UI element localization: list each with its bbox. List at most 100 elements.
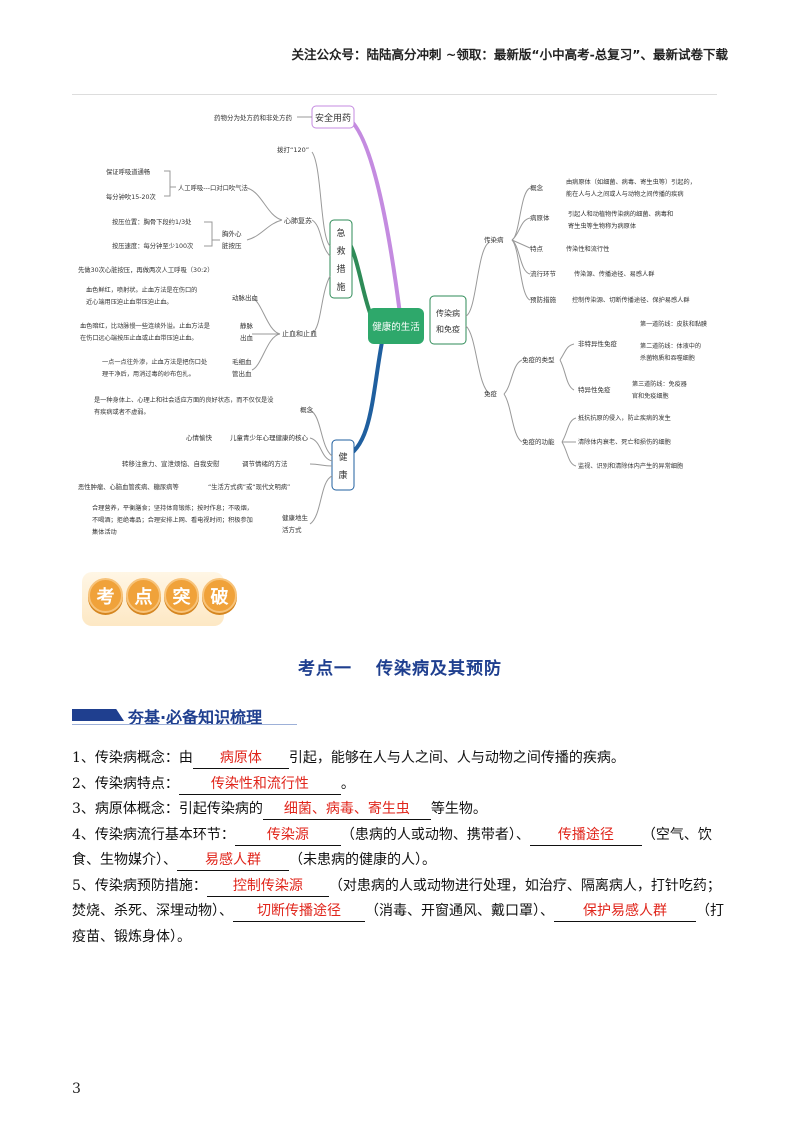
badge-char: 点 xyxy=(126,578,161,613)
answer-blank: 传染性和流行性 xyxy=(178,774,341,795)
badge-char: 破 xyxy=(202,578,237,613)
f2: 清除体内衰老、死亡和损伤的细胞 xyxy=(578,438,671,446)
concept-note-2: 有疾病或者不虚弱。 xyxy=(94,408,150,416)
page-number: 3 xyxy=(72,1081,81,1097)
vein-note-2: 在伤口远心端按压止血或止血带压迫止血。 xyxy=(80,334,198,342)
title-part1: 考点一 xyxy=(298,659,352,679)
badge-char: 突 xyxy=(164,578,199,613)
health-node xyxy=(331,439,355,491)
rescue-breath: 人工呼吸---口对口吹气法 xyxy=(178,183,248,192)
answer-blank: 传染源 xyxy=(234,825,341,846)
line3-1: 第三道防线：免疫器 xyxy=(632,380,687,388)
d-feature: 特点 xyxy=(530,244,544,253)
mood-note: 儿童青少年心理健康的核心 xyxy=(230,433,309,442)
answer-blank: 控制传染源 xyxy=(206,876,329,897)
health-label: 健康 xyxy=(338,451,347,481)
mindmap-diagram: 健康的生活 安全用药 药物分为处方药和非处方药 急救措施 拨打“120” 心肺复… xyxy=(78,105,707,536)
d-concept-note-2: 能在人与人之间或人与动物之间传播的疾病 xyxy=(566,190,684,198)
f1: 抵抗抗原的侵入，防止疾病的发生 xyxy=(578,414,671,422)
d-pathogen-note-1: 引起人和动植物传染病的细菌、病毒和 xyxy=(568,210,673,218)
answer-blank: 病原体 xyxy=(192,748,289,769)
disease-label-2: 和免疫 xyxy=(436,324,460,334)
badge-char: 考 xyxy=(88,578,123,613)
artery-note-1: 血色鲜红，喷射状。止血方法是在伤口的 xyxy=(86,286,197,294)
d-concept: 概念 xyxy=(530,183,544,192)
cpr-ratio: 先做30次心脏按压，再做两次人工呼吸（30:2） xyxy=(78,265,214,274)
cap-note-2: 理干净后，用消过毒的纱布包扎。 xyxy=(102,370,195,378)
lifestyle-q: “生活方式病”或“现代文明病” xyxy=(208,482,290,491)
vein-label-1: 静脉 xyxy=(240,321,254,330)
d-concept-note-1: 由病原体（如细菌、病毒、寄生虫等）引起的， xyxy=(566,178,696,186)
line2-2: 杀菌物质和吞噬细胞 xyxy=(640,354,695,362)
function-label: 免疫的功能 xyxy=(522,437,555,446)
firstaid-label: 急救措施 xyxy=(336,227,345,293)
specific-label: 特异性免疫 xyxy=(578,385,611,394)
knowledge-list: 1、传染病概念：由病原体引起，能够在人与人之间、人与动物之间传播的疾病。 2、传… xyxy=(72,746,732,950)
cp-1: 按压位置：胸骨下段约1/3处 xyxy=(112,217,192,226)
center-node xyxy=(368,308,424,344)
answer-blank: 保护易感人群 xyxy=(554,901,696,922)
d-pathogen: 病原体 xyxy=(530,213,550,222)
item-1: 1、传染病概念：由病原体引起，能够在人与人之间、人与动物之间传播的疾病。 xyxy=(72,746,732,772)
subsection-heading: 夯基·必备知识梳理 xyxy=(72,704,297,727)
item-4: 4、传染病流行基本环节：传染源（患病的人或动物、携带者）、传播途径（空气、饮食、… xyxy=(72,823,732,874)
concept-note-1: 是一种身体上、心理上和社会适应方面的良好状态，而不仅仅是没 xyxy=(94,396,273,404)
capillary-label-2: 管出血 xyxy=(232,369,252,378)
answer-blank: 细菌、病毒、寄生虫 xyxy=(262,799,431,820)
immunity-label: 免疫 xyxy=(484,389,498,398)
choose-label-2: 活方式 xyxy=(282,525,302,534)
choose-label-1: 健康地生 xyxy=(282,513,309,522)
vein-label-2: 出血 xyxy=(240,333,254,342)
call-120: 拨打“120” xyxy=(277,145,309,154)
answer-blank: 切断传播途径 xyxy=(233,901,365,922)
choose-note-2: 不喝酒；拒绝毒品；合理安排上网、看电视时间；积极参加 xyxy=(92,516,253,524)
adjust-label: 调节情绪的方法 xyxy=(242,459,288,468)
d-flow-note: 传染源、传播途径、易感人群 xyxy=(574,270,654,278)
line1: 第一道防线：皮肤和黏膜 xyxy=(640,320,707,328)
artery-note-2: 近心端用压迫止血带压迫止血。 xyxy=(86,298,173,306)
d-prevent: 预防措施 xyxy=(530,295,557,304)
answer-blank: 传播途径 xyxy=(529,825,642,846)
capillary-label-1: 毛细血 xyxy=(232,357,252,366)
lifestyle-note: 恶性肿瘤、心脑血管疾病、糖尿病等 xyxy=(78,482,179,491)
item-3: 3、病原体概念：引起传染病的细菌、病毒、寄生虫等生物。 xyxy=(72,797,732,823)
d-prevent-note: 控制传染源、切断传播途径、保护易感人群 xyxy=(572,296,690,304)
section-title: 考点一 传染病及其预防 xyxy=(0,654,800,679)
compress-2: 脏按压 xyxy=(222,241,242,250)
d-pathogen-note-2: 寄生虫等生物称为病原体 xyxy=(568,222,637,230)
d-flow: 流行环节 xyxy=(530,269,557,278)
adjust-note: 转移注意力、宣泄烦恼、自我安慰 xyxy=(122,459,220,468)
choose-note-1: 合理营养，平衡膳食；坚持体育锻炼；按时作息；不吸烟， xyxy=(92,504,253,512)
safe-label: 安全用药 xyxy=(315,112,351,124)
header-divider xyxy=(72,94,717,95)
center-label: 健康的生活 xyxy=(372,321,420,333)
cp-2: 按压速度：每分钟至少100次 xyxy=(112,241,194,250)
disease-node xyxy=(429,295,467,345)
disease-label-1: 传染病 xyxy=(436,308,460,318)
line2-1: 第二道防线：体液中的 xyxy=(640,342,701,350)
types-label: 免疫的类型 xyxy=(522,355,555,364)
item-5: 5、传染病预防措施：控制传染源（对患病的人或动物进行处理，如治疗、隔离病人，打针… xyxy=(72,876,724,945)
title-part2: 传染病及其预防 xyxy=(376,659,502,679)
line3-2: 官和免疫细胞 xyxy=(632,392,669,400)
cap-note-1: 一点一点往外渗，止血方法是把伤口处 xyxy=(102,358,207,366)
page-header: 关注公众号：陆陆高分冲刺 ~领取：最新版“小中高考-总复习”、最新试卷下载 xyxy=(291,47,728,62)
cpr-label: 心肺复苏 xyxy=(284,216,312,225)
heading-bar xyxy=(72,709,124,721)
compress-1: 胸外心 xyxy=(222,229,242,238)
bleeding-label: 止血和止血 xyxy=(282,329,317,338)
kaodian-badge: 考 点 突 破 xyxy=(88,578,240,628)
rb-1: 保证呼吸道通畅 xyxy=(106,167,150,176)
concept-label: 概念 xyxy=(300,405,314,414)
f3: 监视、识别和清除体内产生的异常细胞 xyxy=(578,462,683,470)
artery-label: 动脉出血 xyxy=(232,293,259,302)
choose-note-3: 集体活动 xyxy=(92,528,117,536)
d-feature-note: 传染性和流行性 xyxy=(566,245,609,253)
answer-blank: 易感人群 xyxy=(177,850,289,871)
rb-2: 每分钟吹15-20次 xyxy=(106,192,156,201)
item-2: 2、传染病特点：传染性和流行性。 xyxy=(72,772,732,798)
nonspecific-label: 非特异性免疫 xyxy=(578,339,618,348)
mood-label: 心情愉快 xyxy=(186,433,213,442)
heading-text: 夯基·必备知识梳理 xyxy=(128,708,263,727)
firstaid-node xyxy=(329,219,353,299)
